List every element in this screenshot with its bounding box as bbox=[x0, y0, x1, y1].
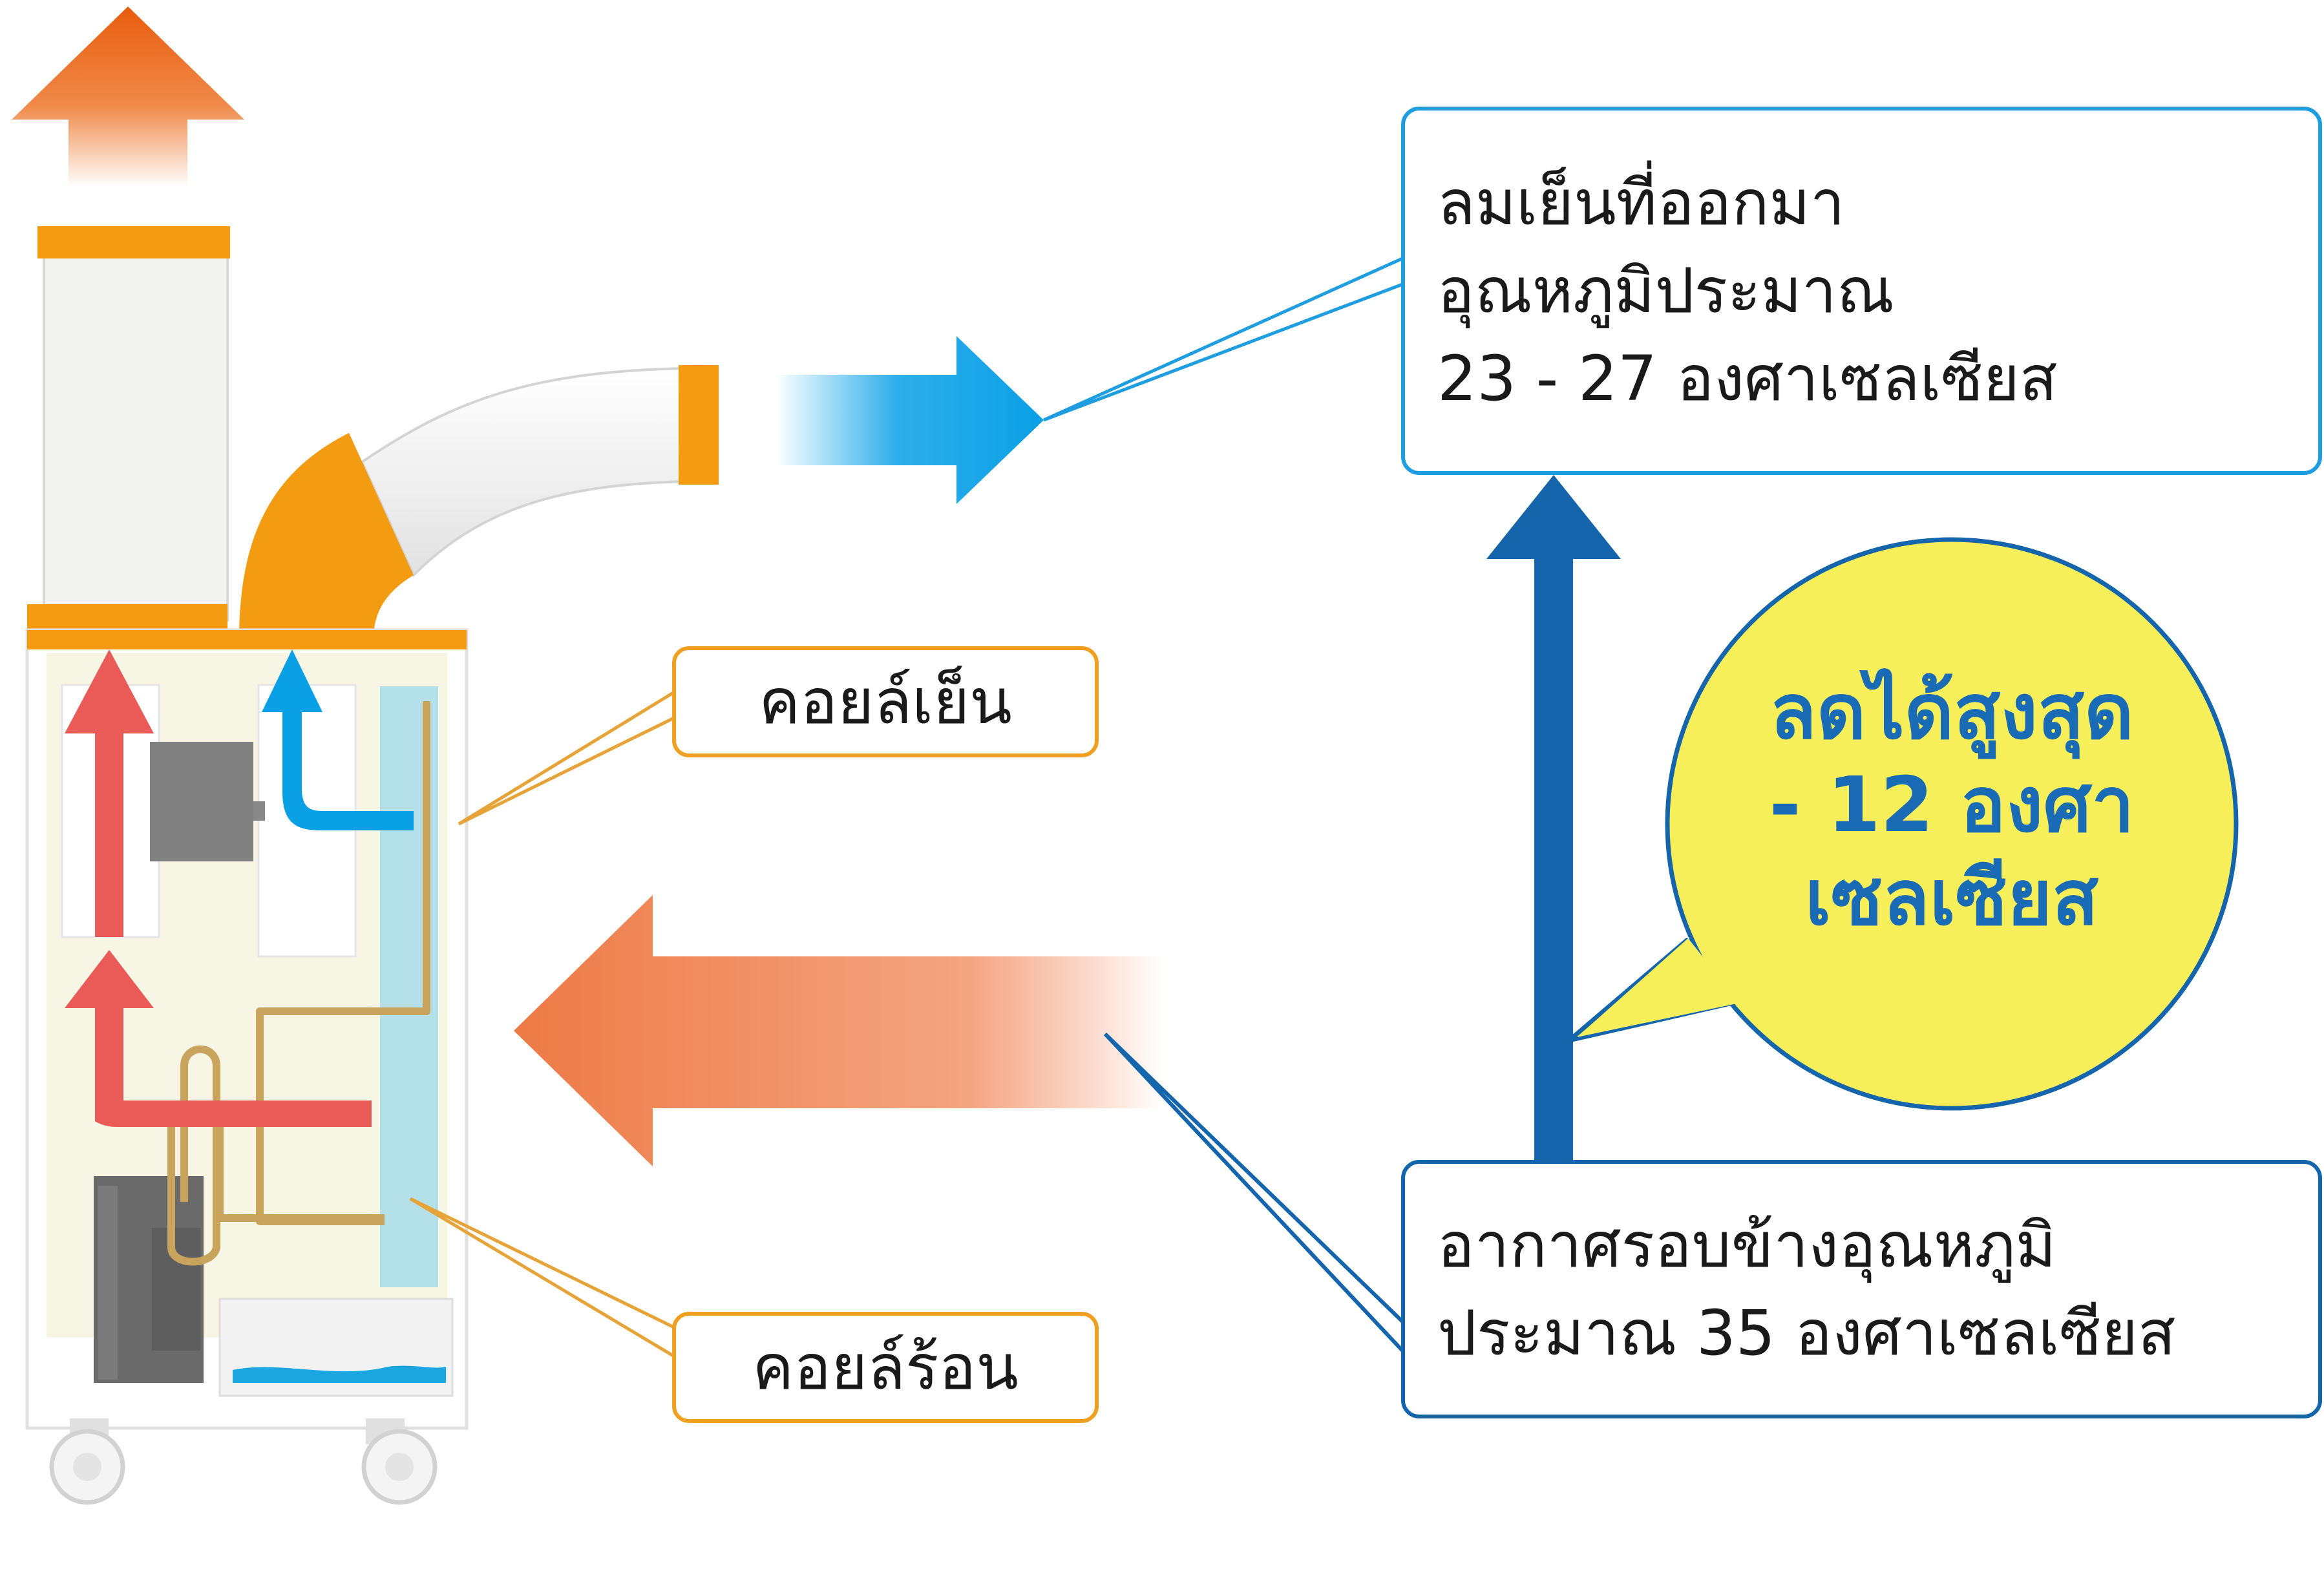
ambient-air-intake-arrow bbox=[514, 895, 1163, 1166]
cool-coil-label-text: คอยล์เย็น bbox=[759, 666, 1012, 738]
cool-air-output-arrow bbox=[776, 336, 1044, 504]
outlet-line-1: ลมเย็นที่ออกมา bbox=[1437, 166, 1845, 239]
max-reduction-callout: ลดได้สูงสุด - 12 องศา เซลเซียส bbox=[1674, 666, 2230, 945]
unit-wheels bbox=[49, 1418, 438, 1505]
callout-bubble bbox=[1567, 537, 2239, 1111]
callout-line-2: - 12 องศา bbox=[1769, 759, 2135, 849]
hot-exhaust-arrow bbox=[12, 6, 244, 187]
cool-coil-label: คอยล์เย็น bbox=[672, 646, 1099, 757]
internal-cool-airflow bbox=[262, 649, 414, 830]
internal-hot-airflow bbox=[65, 649, 372, 1127]
exhaust-duct bbox=[27, 226, 230, 644]
temperature-drop-arrow bbox=[1486, 475, 1621, 1160]
leader-lines bbox=[409, 257, 1404, 1359]
ambient-line-2: ประมาณ 35 องศาเซลเซียส bbox=[1437, 1297, 2176, 1369]
hot-coil-label: คอยล์ร้อน bbox=[672, 1312, 1099, 1423]
callout-line-3: เซลเซียส bbox=[1804, 852, 2099, 942]
hot-coil-label-text: คอยล์ร้อน bbox=[752, 1331, 1019, 1404]
outlet-temperature-box: ลมเย็นที่ออกมา อุณหภูมิประมาณ 23 - 27 อง… bbox=[1401, 107, 2322, 475]
callout-line-1: ลดได้สูงสุด bbox=[1769, 667, 2134, 756]
refrigerant-pipe bbox=[167, 701, 430, 1266]
ambient-temperature-box: อากาศรอบข้างอุณหภูมิ ประมาณ 35 องศาเซลเซ… bbox=[1401, 1160, 2322, 1418]
outlet-line-3: 23 - 27 องศาเซลเซียส bbox=[1437, 342, 2058, 416]
cold-air-outlet-pipe bbox=[239, 365, 719, 640]
ambient-line-1: อากาศรอบข้างอุณหภูมิ bbox=[1437, 1208, 2056, 1281]
outlet-line-2: อุณหภูมิประมาณ bbox=[1437, 254, 1894, 327]
